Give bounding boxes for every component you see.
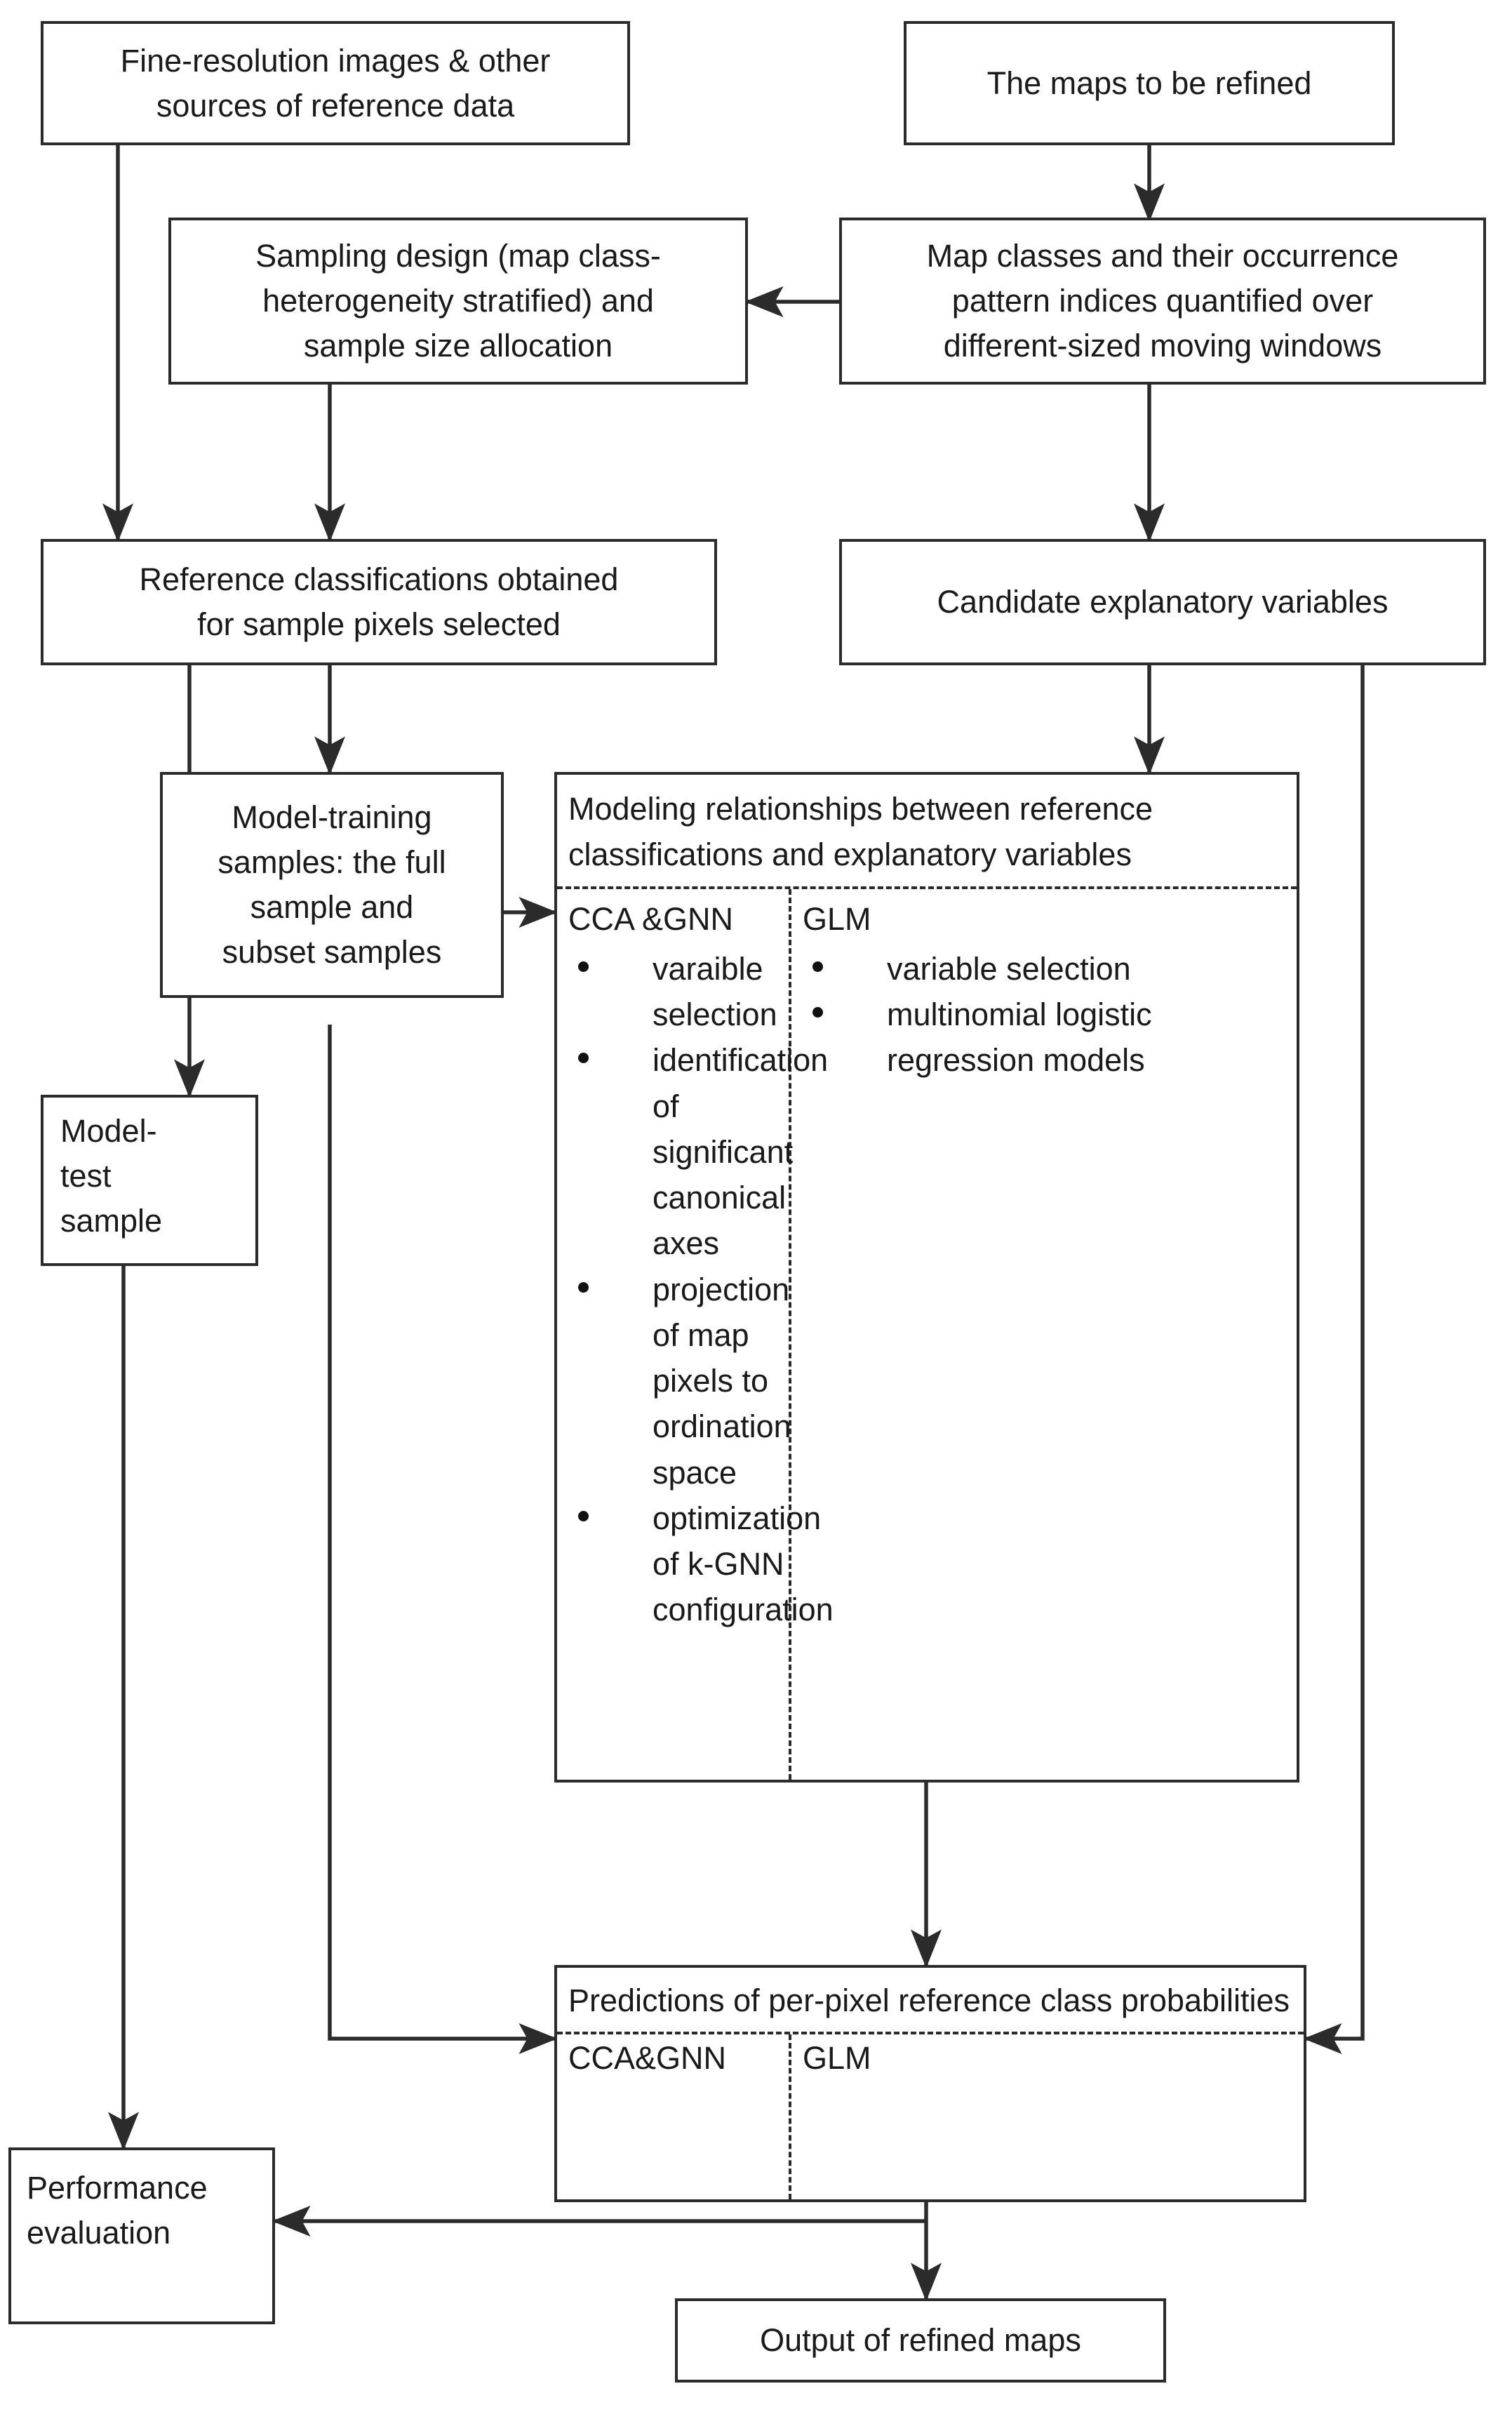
predictions-glm-title: GLM (803, 2040, 871, 2077)
sampling-design-line-3: sample size allocation (303, 327, 613, 364)
map-classes-line-1: Map classes and their occurrence (926, 238, 1399, 274)
performance-evaluation-line-1: Performance (27, 2170, 208, 2206)
node-maps-to-be-refined[interactable]: The maps to be refined (904, 21, 1395, 145)
performance-evaluation-line-2: evaluation (27, 2214, 171, 2251)
bullet-text: variable selection (887, 950, 1131, 987)
output-refined-maps-line-1: Output of refined maps (760, 2322, 1081, 2359)
node-model-test-sample[interactable]: Model- test sample (41, 1095, 258, 1266)
reference-classifications-line-2: for sample pixels selected (197, 606, 561, 642)
modeling-column-glm: GLM variable selection multinomial logis… (789, 888, 1297, 1780)
fine-resolution-line-2: sources of reference data (156, 87, 515, 124)
modeling-header-line-1: Modeling relationships between (568, 791, 1011, 827)
node-map-classes[interactable]: Map classes and their occurrence pattern… (839, 218, 1486, 385)
predictions-header: Predictions of per-pixel reference class… (557, 1968, 1304, 2023)
node-modeling-relationships[interactable]: Modeling relationships between reference… (554, 772, 1299, 1783)
node-predictions-of-probabilities[interactable]: Predictions of per-pixel reference class… (554, 1965, 1306, 2202)
modeling-columns: CCA &GNN varaible selection identificati… (557, 888, 1297, 1780)
predictions-column-glm: GLM (789, 2034, 1304, 2199)
model-test-line-1: Model- (60, 1113, 157, 1149)
model-test-line-2: test (60, 1157, 112, 1194)
node-fine-resolution-images[interactable]: Fine-resolution images & other sources o… (41, 21, 630, 145)
bullet-text: multinomial logistic regression models (887, 997, 1152, 1079)
bullet-text: varaible selection (653, 950, 777, 1032)
node-sampling-design[interactable]: Sampling design (map class- heterogeneit… (168, 218, 748, 385)
modeling-cca-bullet-list: varaible selection identification of sig… (568, 946, 834, 1633)
reference-classifications-line-1: Reference classifications obtained (139, 561, 619, 598)
modeling-column-cca-gnn: CCA &GNN varaible selection identificati… (557, 889, 834, 1780)
predictions-header-line-2: probabilities (1120, 1983, 1290, 2018)
list-item: multinomial logistic regression models (803, 992, 1297, 1084)
model-test-line-3: sample (60, 1202, 163, 1239)
arrow-candidate-to-predictions (1303, 665, 1365, 2054)
bullet-dot-icon (812, 961, 823, 972)
candidate-variables-line-1: Candidate explanatory variables (937, 584, 1389, 620)
list-item: variable selection (803, 946, 1297, 992)
bullet-text: identification of significant canonical … (653, 1042, 829, 1262)
model-training-line-2: samples: the full (218, 844, 446, 881)
model-training-line-1: Model-training (232, 799, 432, 836)
modeling-glm-bullet-list: variable selection multinomial logistic … (803, 946, 1297, 1084)
model-training-line-4: subset samples (222, 933, 442, 970)
node-output-refined-maps[interactable]: Output of refined maps (675, 2298, 1166, 2383)
modeling-header: Modeling relationships between reference… (557, 775, 1297, 878)
predictions-columns: CCA&GNN GLM (557, 2034, 1304, 2199)
predictions-header-line-1: Predictions of per-pixel reference class (568, 1983, 1113, 2018)
node-candidate-explanatory-variables[interactable]: Candidate explanatory variables (839, 539, 1486, 665)
bullet-dot-icon (578, 1281, 589, 1293)
predictions-column-cca-gnn: CCA&GNN (557, 2034, 789, 2199)
maps-to-refine-line-1: The maps to be refined (986, 65, 1312, 101)
predictions-dashed-divider (557, 2032, 1304, 2035)
model-training-line-3: sample and (250, 889, 414, 925)
fine-resolution-line-1: Fine-resolution images & other (120, 42, 551, 79)
sampling-design-line-2: heterogeneity stratified) and (262, 283, 654, 319)
modeling-glm-title: GLM (803, 900, 871, 937)
node-performance-evaluation[interactable]: Performance evaluation (8, 2147, 275, 2324)
node-model-training-samples[interactable]: Model-training samples: the full sample … (160, 772, 504, 998)
list-item: varaible selection (568, 946, 789, 1038)
node-reference-classifications[interactable]: Reference classifications obtained for s… (41, 539, 717, 665)
sampling-design-line-1: Sampling design (map class- (255, 238, 661, 274)
bullet-dot-icon (578, 1510, 589, 1521)
list-item: projection of map pixels to ordination s… (568, 1267, 791, 1495)
arrow-modeltraining-to-predictions (328, 1025, 558, 2054)
modeling-dashed-divider (557, 886, 1297, 889)
modeling-header-line-2: reference classifications and (568, 791, 1153, 873)
map-classes-line-3: different-sized moving windows (943, 327, 1382, 364)
list-item: optimization of k-GNN configuration (568, 1495, 834, 1633)
bullet-text: projection of map pixels to ordination s… (653, 1271, 791, 1491)
bullet-dot-icon (578, 961, 589, 972)
predictions-cca-title: CCA&GNN (568, 2040, 727, 2077)
bullet-dot-icon (812, 1007, 823, 1018)
map-classes-line-2: pattern indices quantified over (951, 283, 1374, 319)
bullet-text: optimization of k-GNN configuration (653, 1500, 834, 1628)
bullet-dot-icon (578, 1053, 589, 1064)
modeling-header-line-3: explanatory variables (833, 837, 1132, 873)
modeling-cca-title: CCA &GNN (568, 900, 734, 937)
list-item: identification of significant canonical … (568, 1037, 828, 1266)
